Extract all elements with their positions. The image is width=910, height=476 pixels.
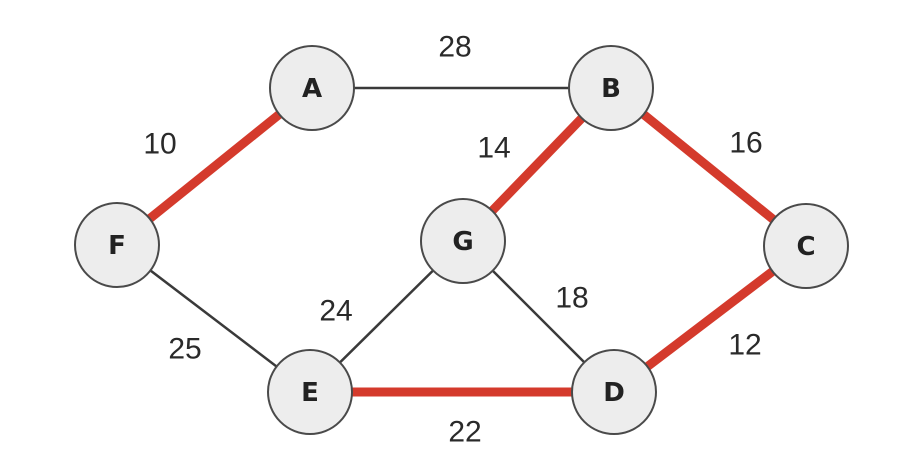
node-label-g: G: [452, 227, 473, 257]
edge-weight-e-d: 22: [448, 416, 481, 449]
node-label-c: C: [796, 232, 815, 262]
node-f: F: [74, 202, 160, 288]
node-label-d: D: [603, 378, 625, 408]
edge-weight-b-c: 16: [729, 127, 762, 160]
edge-weight-g-d: 18: [555, 282, 588, 315]
node-circle-g: [420, 198, 506, 284]
node-circle-e: [267, 349, 353, 435]
node-circle-b: [568, 45, 654, 131]
edge-weight-a-b: 28: [438, 31, 471, 64]
node-b: B: [568, 45, 654, 131]
node-label-f: F: [108, 231, 126, 261]
edge-weight-f-e: 25: [168, 333, 201, 366]
node-label-a: A: [302, 74, 322, 104]
node-circle-a: [269, 45, 355, 131]
edge-weight-e-g: 24: [319, 295, 352, 328]
node-label-b: B: [601, 74, 621, 104]
edge-weight-f-a: 10: [143, 128, 176, 161]
edge-weights-layer: 28 10 14 16 25 24 18 22 12: [143, 31, 762, 449]
node-e: E: [267, 349, 353, 435]
node-d: D: [571, 349, 657, 435]
node-circle-c: [763, 203, 849, 289]
node-circle-d: [571, 349, 657, 435]
node-label-e: E: [301, 378, 319, 408]
edge-weight-b-g: 14: [477, 132, 510, 165]
nodes-layer: A B C D E F G: [74, 45, 849, 435]
node-c: C: [763, 203, 849, 289]
node-g: G: [420, 198, 506, 284]
edge-weight-c-d: 12: [728, 329, 761, 362]
node-circle-f: [74, 202, 160, 288]
node-a: A: [269, 45, 355, 131]
